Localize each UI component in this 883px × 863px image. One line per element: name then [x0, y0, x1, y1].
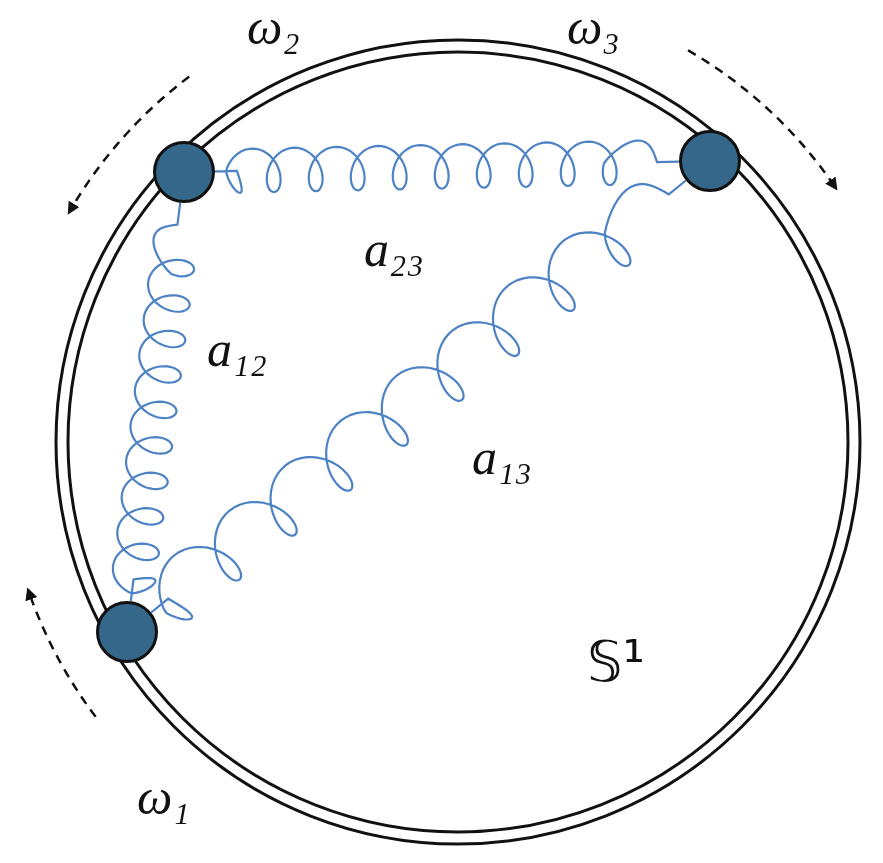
coupling-label: a₁₂: [205, 322, 269, 377]
oscillator-dot: ω₃: [679, 130, 741, 192]
manifold-label: 𝕊¹: [585, 630, 647, 692]
circle-inner: [68, 52, 848, 832]
coupling-label: a₂₃: [362, 222, 426, 277]
frequency-label: ω₂: [245, 0, 302, 55]
spring-coupling: [113, 203, 194, 601]
spring-coupling: [215, 141, 679, 193]
oscillator-dot: ω₂: [153, 141, 215, 203]
frequency-label: ω₁: [135, 770, 192, 825]
rotation-arrow: [28, 590, 96, 717]
rotation-arrows: [28, 50, 836, 717]
oscillator-dot: ω₁: [96, 601, 158, 663]
coupling-label: a₁₃: [470, 430, 534, 485]
spring-coupling: [151, 180, 686, 619]
circle-outer: [56, 40, 860, 844]
frequency-label: ω₃: [565, 0, 622, 55]
